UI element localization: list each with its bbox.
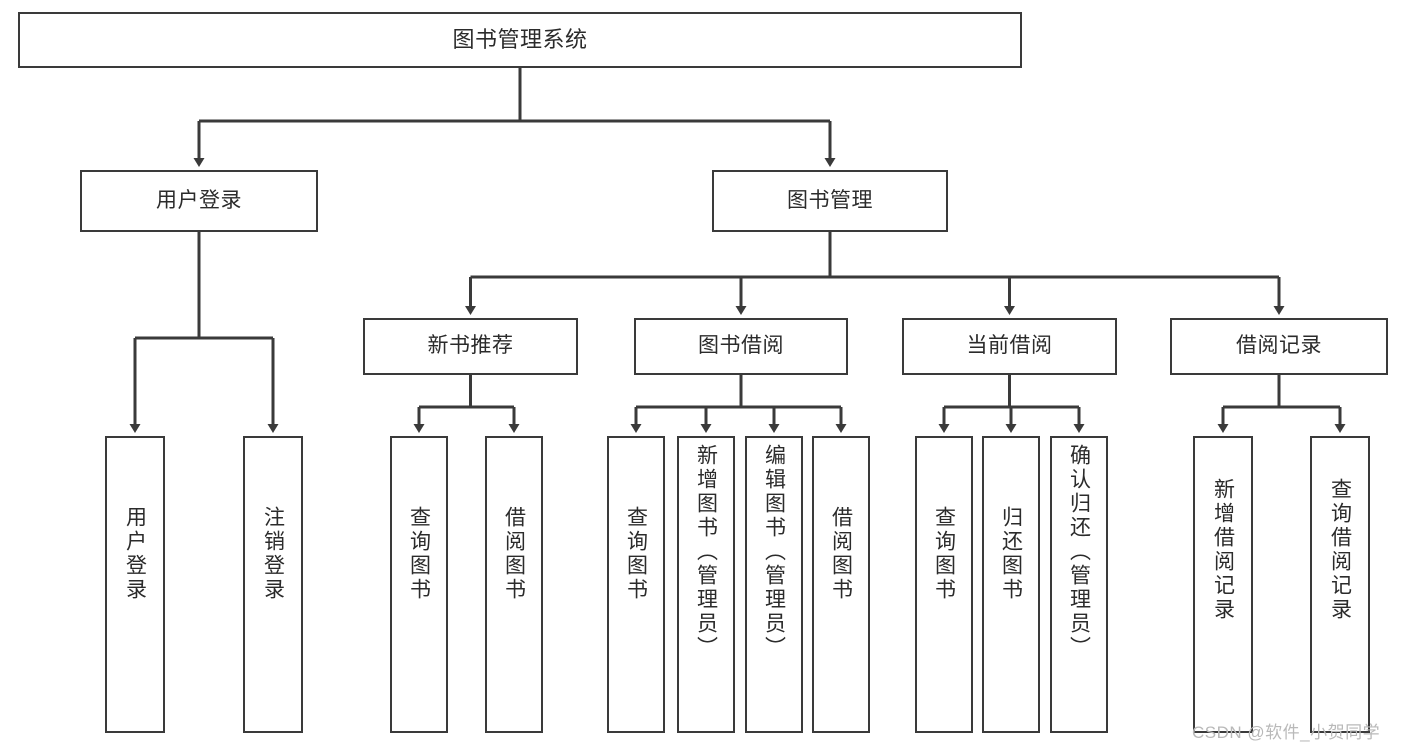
node-edit-book-admin[interactable]: 编辑图书（管理员）: [745, 436, 803, 733]
node-user-login[interactable]: 用户登录: [80, 170, 318, 232]
node-query-book-rec[interactable]: 查询图书: [390, 436, 448, 733]
node-label: 借阅图书: [502, 506, 526, 602]
node-book-borrow[interactable]: 图书借阅: [634, 318, 848, 375]
node-label: 用户登录: [156, 188, 242, 212]
node-query-book[interactable]: 查询图书: [607, 436, 665, 733]
node-label: 图书借阅: [698, 334, 784, 358]
node-book-manage[interactable]: 图书管理: [712, 170, 948, 232]
watermark-credit: CSDN @软件_小贺同学: [1192, 723, 1381, 742]
node-label: 新增借阅记录: [1211, 478, 1235, 622]
node-borrow-book-rec[interactable]: 借阅图书: [485, 436, 543, 733]
node-add-borrow-record[interactable]: 新增借阅记录: [1193, 436, 1253, 733]
node-root[interactable]: 图书管理系统: [18, 12, 1022, 68]
node-label: 编辑图书（管理员）: [762, 444, 786, 660]
node-add-book-admin[interactable]: 新增图书（管理员）: [677, 436, 735, 733]
node-label: 借阅记录: [1236, 334, 1322, 358]
node-label: 当前借阅: [966, 334, 1053, 358]
node-label: 查询图书: [932, 506, 956, 602]
node-label: 归还图书: [999, 506, 1023, 602]
node-return-book[interactable]: 归还图书: [982, 436, 1040, 733]
node-label: 查询图书: [624, 506, 648, 602]
node-label: 新增图书（管理员）: [694, 444, 718, 660]
node-label: 确认归还（管理员）: [1067, 444, 1091, 660]
node-label: 注销登录: [261, 506, 285, 602]
node-current-borrow[interactable]: 当前借阅: [902, 318, 1117, 375]
node-logout-login[interactable]: 注销登录: [243, 436, 303, 733]
node-query-book-cur[interactable]: 查询图书: [915, 436, 973, 733]
node-borrow-record[interactable]: 借阅记录: [1170, 318, 1388, 375]
node-confirm-return[interactable]: 确认归还（管理员）: [1050, 436, 1108, 733]
node-label: 用户登录: [123, 506, 147, 602]
node-label: 图书管理系统: [452, 27, 588, 53]
node-label: 新书推荐: [427, 334, 514, 358]
node-label: 借阅图书: [829, 506, 853, 602]
node-borrow-book[interactable]: 借阅图书: [812, 436, 870, 733]
node-label: 图书管理: [787, 188, 873, 212]
node-query-borrow-record[interactable]: 查询借阅记录: [1310, 436, 1370, 733]
node-user-login[interactable]: 用户登录: [105, 436, 165, 733]
node-new-book-recommend[interactable]: 新书推荐: [363, 318, 578, 375]
node-label: 查询借阅记录: [1328, 478, 1352, 622]
node-label: 查询图书: [407, 506, 431, 602]
edge-group: [129, 68, 1346, 433]
